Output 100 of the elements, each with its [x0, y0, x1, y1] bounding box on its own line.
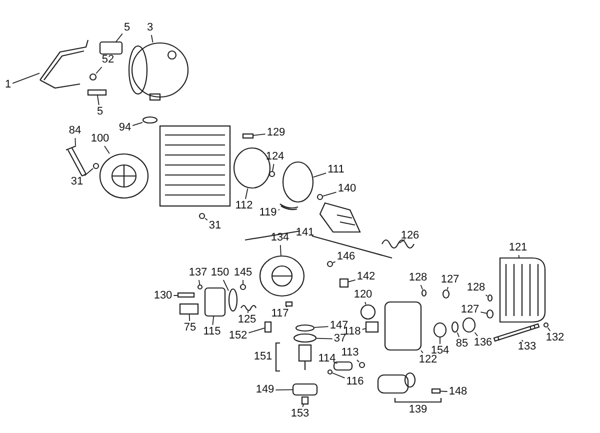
leader-line: [272, 164, 274, 172]
pin-part: [333, 361, 353, 371]
leader-line: [248, 328, 265, 334]
leader-line: [212, 316, 214, 326]
o-ring-part: [487, 294, 493, 302]
callout-number: 126: [400, 230, 420, 242]
leader-line: [275, 389, 293, 390]
o-ring-part: [295, 324, 315, 332]
screw-part: [326, 260, 334, 268]
washer-part: [198, 212, 206, 220]
leader-line: [104, 146, 110, 154]
washer-part: [89, 73, 97, 81]
fitting-part: [462, 317, 476, 333]
callout-number: 113: [341, 348, 359, 358]
leader-line: [348, 279, 356, 282]
leader-line: [150, 34, 154, 43]
o-ring-part: [327, 369, 333, 375]
o-ring-part: [358, 362, 366, 368]
callout-number: 137: [188, 268, 208, 278]
callout-number: 134: [270, 232, 290, 244]
leader-line: [12, 72, 40, 84]
washer-part: [316, 194, 324, 200]
sensor-drawing: [65, 145, 87, 177]
screw-part: [301, 396, 309, 405]
o-ring-part: [240, 284, 246, 290]
cover-part: [282, 161, 314, 203]
callout-number: 75: [184, 322, 196, 334]
leader-line: [253, 134, 266, 136]
screw-part: [264, 321, 272, 333]
callout-number: 130: [154, 290, 172, 302]
leader-line: [322, 192, 337, 197]
callout-number: 31: [70, 176, 84, 188]
leader-line: [74, 138, 76, 146]
callout-number: 119: [259, 208, 277, 218]
callout-number: 142: [356, 272, 376, 282]
leader-line: [332, 372, 346, 378]
callout-number: 146: [336, 252, 356, 262]
leader-line: [333, 361, 338, 364]
o-ring-part: [451, 321, 459, 333]
pump-drawing: [128, 42, 189, 101]
leader-line: [278, 209, 280, 210]
callout-number: 5: [124, 22, 130, 34]
leader-line: [399, 239, 406, 244]
leader-line: [446, 286, 448, 290]
callout-number: 132: [546, 332, 564, 344]
leader-line: [302, 404, 304, 408]
pin-part: [177, 292, 195, 298]
leader-line: [332, 261, 336, 264]
callout-number: 149: [256, 384, 274, 396]
leader-line: [547, 327, 551, 332]
callout-number: 85: [456, 338, 468, 350]
leader-line: [521, 340, 524, 342]
callout-number: 128: [466, 282, 486, 294]
o-ring-part: [486, 309, 494, 319]
leader-line: [245, 188, 248, 200]
plate-heat-exchanger-drawing: [499, 257, 546, 323]
callout-number: 140: [338, 184, 356, 194]
callout-number: 5: [96, 106, 104, 118]
fitting-part: [433, 322, 447, 338]
leader-line: [420, 284, 424, 290]
o-ring-part: [442, 289, 450, 299]
leader-line: [188, 314, 190, 322]
spring-drawing: [382, 239, 414, 249]
leader-line: [362, 328, 366, 330]
callout-number: 84: [68, 126, 82, 136]
o-ring-part: [142, 116, 158, 124]
washer-part: [92, 162, 100, 170]
callout-number: 150: [210, 268, 230, 278]
leader-line: [198, 280, 200, 285]
callout-number: 120: [354, 290, 372, 300]
o-ring-part: [268, 170, 276, 178]
screw-part: [431, 388, 441, 394]
clip-part: [179, 303, 199, 315]
leader-line: [242, 280, 244, 284]
leader-line: [96, 66, 102, 74]
callout-number: 1: [4, 80, 12, 90]
rod-drawing: [493, 323, 540, 342]
callout-number: 94: [118, 122, 132, 134]
callout-number: 52: [102, 54, 114, 66]
callout-number: 141: [296, 228, 314, 238]
callout-number: 136: [474, 338, 492, 348]
callout-number: 3: [146, 22, 154, 34]
cover-part: [99, 41, 123, 55]
leader-line: [456, 332, 460, 338]
leader-line: [485, 294, 488, 297]
callout-number: 127: [440, 274, 460, 286]
leader-line: [518, 254, 520, 258]
callout-number: 115: [203, 326, 221, 338]
pipe-drawing: [39, 39, 89, 89]
callout-number: 37: [334, 334, 346, 344]
callout-number: 100: [90, 134, 110, 144]
leader-line: [440, 390, 448, 392]
leader-line: [474, 332, 478, 336]
callout-number: 114: [318, 354, 336, 364]
callout-number: 116: [346, 376, 364, 388]
callout-number: 128: [408, 272, 428, 284]
leader-line: [480, 312, 487, 314]
valve-drawing: [99, 153, 149, 199]
callout-number: 152: [228, 330, 248, 342]
callout-number: 148: [448, 386, 468, 398]
